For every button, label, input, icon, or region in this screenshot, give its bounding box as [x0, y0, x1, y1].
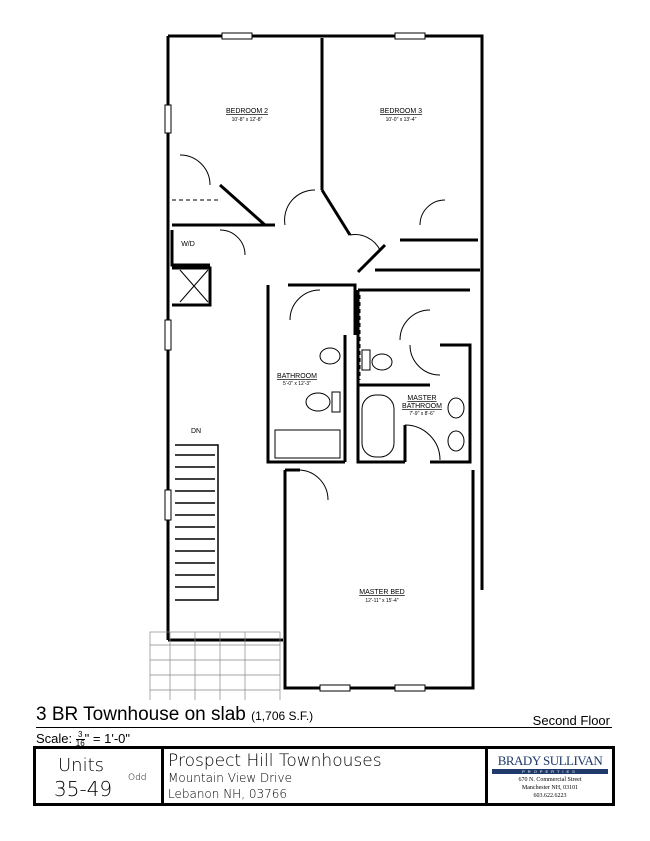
- units-label: Units: [58, 755, 105, 776]
- room-label-bedroom-3: BEDROOM 3: [380, 108, 422, 115]
- units-cell: Units 35-49 Odd: [36, 749, 164, 803]
- company-phone: 603.622.6223: [533, 793, 567, 799]
- company-street: 670 N. Commercial Street: [518, 777, 582, 783]
- project-cell: Prospect Hill Townhouses Mountain View D…: [164, 749, 488, 803]
- floor-plan: BEDROOM 2 10'-8" x 12'-8" BEDROOM 3 10'-…: [149, 32, 484, 700]
- plan-title: 3 BR Townhouse on slab (1,706 S.F.): [36, 704, 313, 726]
- stairs: [175, 444, 219, 601]
- room-label-master-bed: MASTER BED: [359, 589, 405, 596]
- title-block: Units 35-49 Odd Prospect Hill Townhouses…: [33, 746, 615, 806]
- windows: [164, 32, 426, 692]
- project-name: Prospect Hill Townhouses: [168, 751, 382, 771]
- units-range: 35-49: [54, 777, 113, 801]
- divider: [36, 727, 612, 728]
- scale-denominator: 16: [75, 739, 85, 749]
- room-dims-master-bed: 12'-11" x 15'-4": [365, 598, 398, 604]
- plan-title-text: 3 BR Townhouse on slab: [36, 704, 246, 725]
- room-dims-bedroom-3: 10'-0" x 13'-4": [386, 117, 417, 123]
- stair-label: DN: [191, 428, 201, 435]
- room-label-bedroom-2: BEDROOM 2: [226, 108, 268, 115]
- room-dims-bedroom-2: 10'-8" x 12'-8": [232, 117, 263, 123]
- room-dims-master-bathroom: 7'-9" x 8'-6": [409, 411, 434, 417]
- logo-text: BRADY SULLIVAN: [497, 753, 603, 768]
- wd-label: W/D: [181, 241, 195, 248]
- company-logo: BRADY SULLIVAN PROPERTIES 670 N. Commerc…: [488, 749, 612, 803]
- project-city: Lebanon NH, 03766: [168, 787, 287, 801]
- units-parity: Odd: [128, 773, 147, 783]
- room-dims-bathroom: 5'-0" x 12'-3": [283, 381, 311, 387]
- room-label-master: MASTER: [407, 395, 436, 402]
- company-city: Manchester NH, 03101: [521, 785, 579, 791]
- doors-and-fixtures: [172, 154, 470, 501]
- area: (1,706 S.F.): [251, 709, 314, 723]
- project-street: Mountain View Drive: [168, 771, 293, 785]
- scale-suffix: " = 1'-0": [84, 731, 130, 746]
- scale-numerator: 3: [75, 731, 85, 741]
- company-address: 670 N. Commercial Street Manchester NH, …: [488, 776, 612, 800]
- logo-subtitle: PROPERTIES: [492, 769, 608, 774]
- floor-label: Second Floor: [532, 713, 610, 728]
- entry-stoop: [149, 631, 281, 700]
- scale-prefix: Scale:: [36, 731, 73, 746]
- room-label-master-bathroom: BATHROOM: [402, 403, 442, 410]
- room-label-bathroom: BATHROOM: [277, 373, 317, 380]
